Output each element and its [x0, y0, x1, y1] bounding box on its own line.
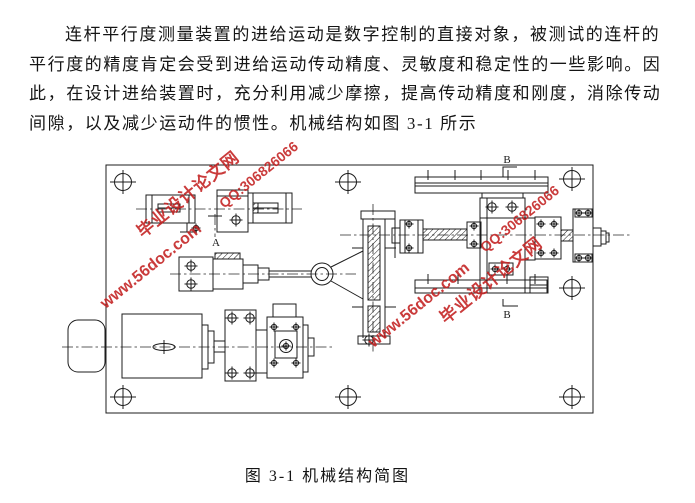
- figure-caption: 图 3-1 机械结构简图: [244, 468, 411, 485]
- clamp-actuator: [170, 250, 364, 300]
- guide-rail-bottom: [414, 274, 548, 294]
- section-b-markers: B B: [502, 154, 518, 321]
- section-a-marker: A: [208, 214, 222, 249]
- paragraph-line-1: 连杆平行度测量装置的进给运动是数字控制的直接对象，被测试的连杆的: [65, 25, 661, 44]
- section-label-a: A: [212, 237, 220, 249]
- base-plate-frame: [105, 164, 594, 414]
- leadscrew-assembly: [340, 197, 632, 294]
- paragraph-line-4: 间隙，以及减少运动件的惯性。机械结构如图 3-1 所示: [29, 113, 478, 133]
- section-label-b-bottom: B: [503, 309, 510, 321]
- measuring-column: [352, 204, 396, 352]
- guide-rail-top: [414, 170, 549, 198]
- sensor-assembly: [136, 189, 302, 233]
- motor-drive: [62, 303, 335, 382]
- body-paragraph: 连杆平行度测量装置的进给运动是数字控制的直接对象，被测试的连杆的 平行度的精度肯…: [29, 20, 674, 138]
- paragraph-line-2: 平行度的精度肯定会受到进给运动传动精度、灵敏度和稳定性的一些影响。因: [29, 54, 662, 74]
- paragraph-line-3: 此，在设计进给装置时，充分利用减少摩擦，提高传动精度和刚度，消除传动: [29, 84, 662, 103]
- section-label-b-top: B: [503, 154, 510, 166]
